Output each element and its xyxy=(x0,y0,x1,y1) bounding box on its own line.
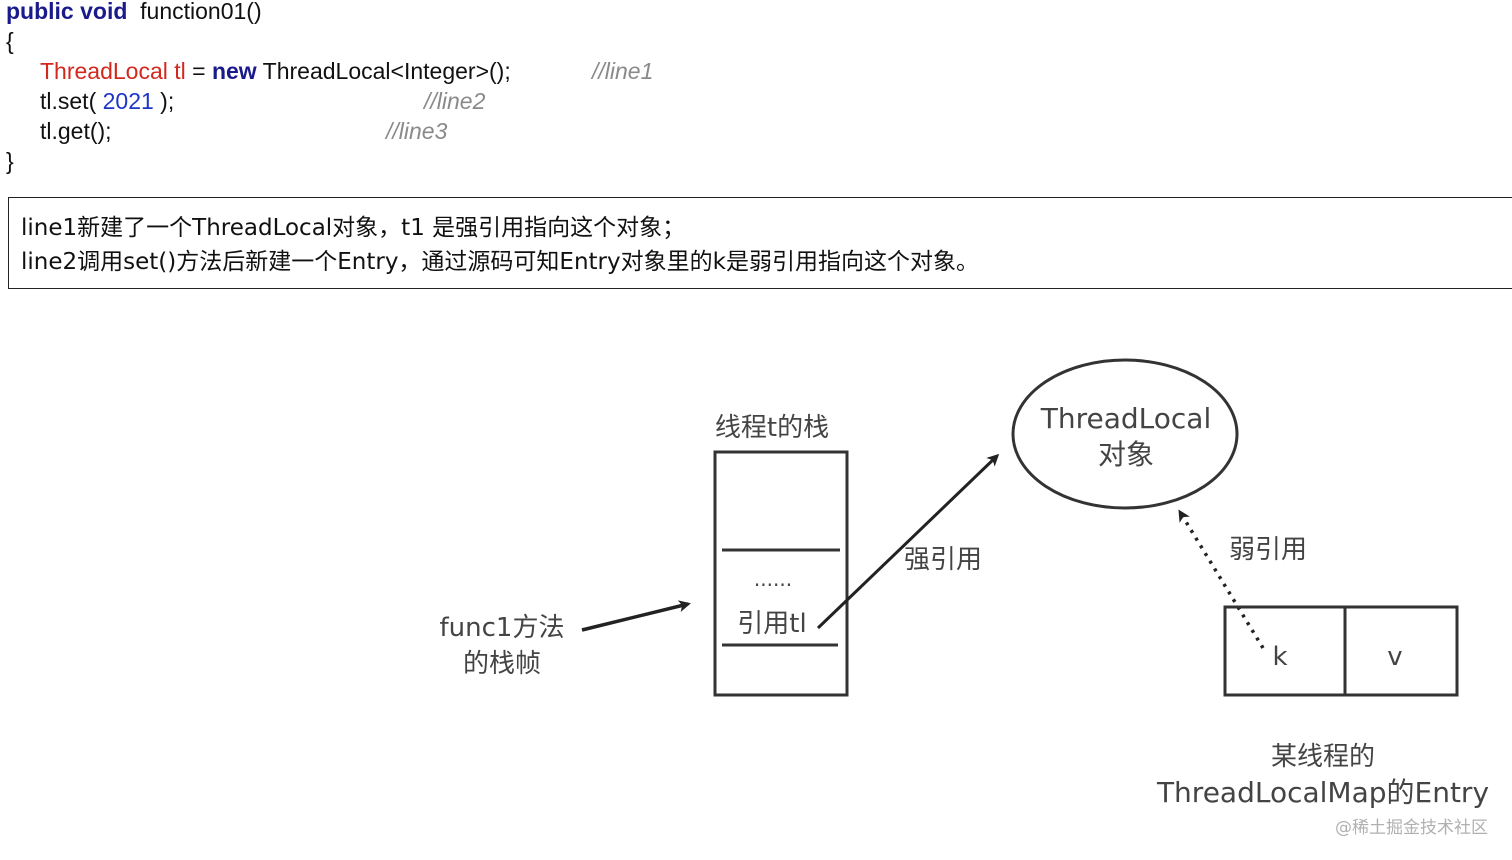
code-threadlocal-decl: ThreadLocal tl xyxy=(40,58,186,84)
code-number: 2021 xyxy=(102,88,154,114)
strong-ref-arrow xyxy=(816,453,1000,630)
explanation-line-2: line2调用set()方法后新建一个Entry，通过源码可知Entry对象里的… xyxy=(21,249,979,275)
weak-ref-arrow xyxy=(1178,509,1265,649)
code-keyword: public void xyxy=(6,0,128,24)
code-equals: = xyxy=(185,58,212,84)
code-function-name: function01() xyxy=(140,0,262,24)
watermark: @稀土掘金技术社区 xyxy=(1335,818,1488,838)
frame-label-line2: 的栈帧 xyxy=(463,649,541,679)
code-comment-line3: //line3 xyxy=(386,118,448,144)
code-line-1: ThreadLocal tl = new ThreadLocal<Integer… xyxy=(40,56,511,86)
threadlocal-object-ellipse xyxy=(1011,358,1239,510)
code-open-brace: { xyxy=(6,28,14,54)
entry-value: v xyxy=(1387,642,1402,672)
code-signature: public void function01() xyxy=(6,0,262,26)
frame-label-line1: func1方法 xyxy=(440,613,565,643)
code-new-keyword: new xyxy=(211,58,257,84)
code-constructor: ThreadLocal<Integer>(); xyxy=(256,58,511,84)
strong-ref-label: 强引用 xyxy=(904,545,982,575)
object-label-line1: ThreadLocal xyxy=(1040,402,1211,435)
stack-ref-label: 引用tl xyxy=(737,609,806,639)
stack-title: 线程t的栈 xyxy=(715,413,829,443)
code-close-brace: } xyxy=(6,148,14,174)
code-comment-line1: //line1 xyxy=(592,58,654,84)
object-label-line2: 对象 xyxy=(1098,438,1154,471)
code-comment-line2: //line2 xyxy=(424,88,486,114)
entry-caption-line1: 某线程的 xyxy=(1271,742,1375,772)
stack-ellipsis: ...... xyxy=(754,567,792,591)
entry-caption-line2: ThreadLocalMap的Entry xyxy=(1156,776,1489,809)
code-line-2: tl.set( 2021 ); xyxy=(40,86,174,116)
weak-ref-label: 弱引用 xyxy=(1229,535,1307,565)
entry-key: k xyxy=(1272,642,1287,672)
thread-stack-box xyxy=(713,450,849,697)
code-set-call: tl.set( xyxy=(40,88,103,114)
entry-box xyxy=(1223,605,1459,697)
frame-arrow xyxy=(581,600,691,632)
code-set-close: ); xyxy=(153,88,175,114)
explanation-box: line1新建了一个ThreadLocal对象，t1 是强引用指向这个对象； l… xyxy=(8,197,1512,289)
code-line-3: tl.get(); xyxy=(40,118,112,144)
explanation-line-1: line1新建了一个ThreadLocal对象，t1 是强引用指向这个对象； xyxy=(21,215,686,241)
